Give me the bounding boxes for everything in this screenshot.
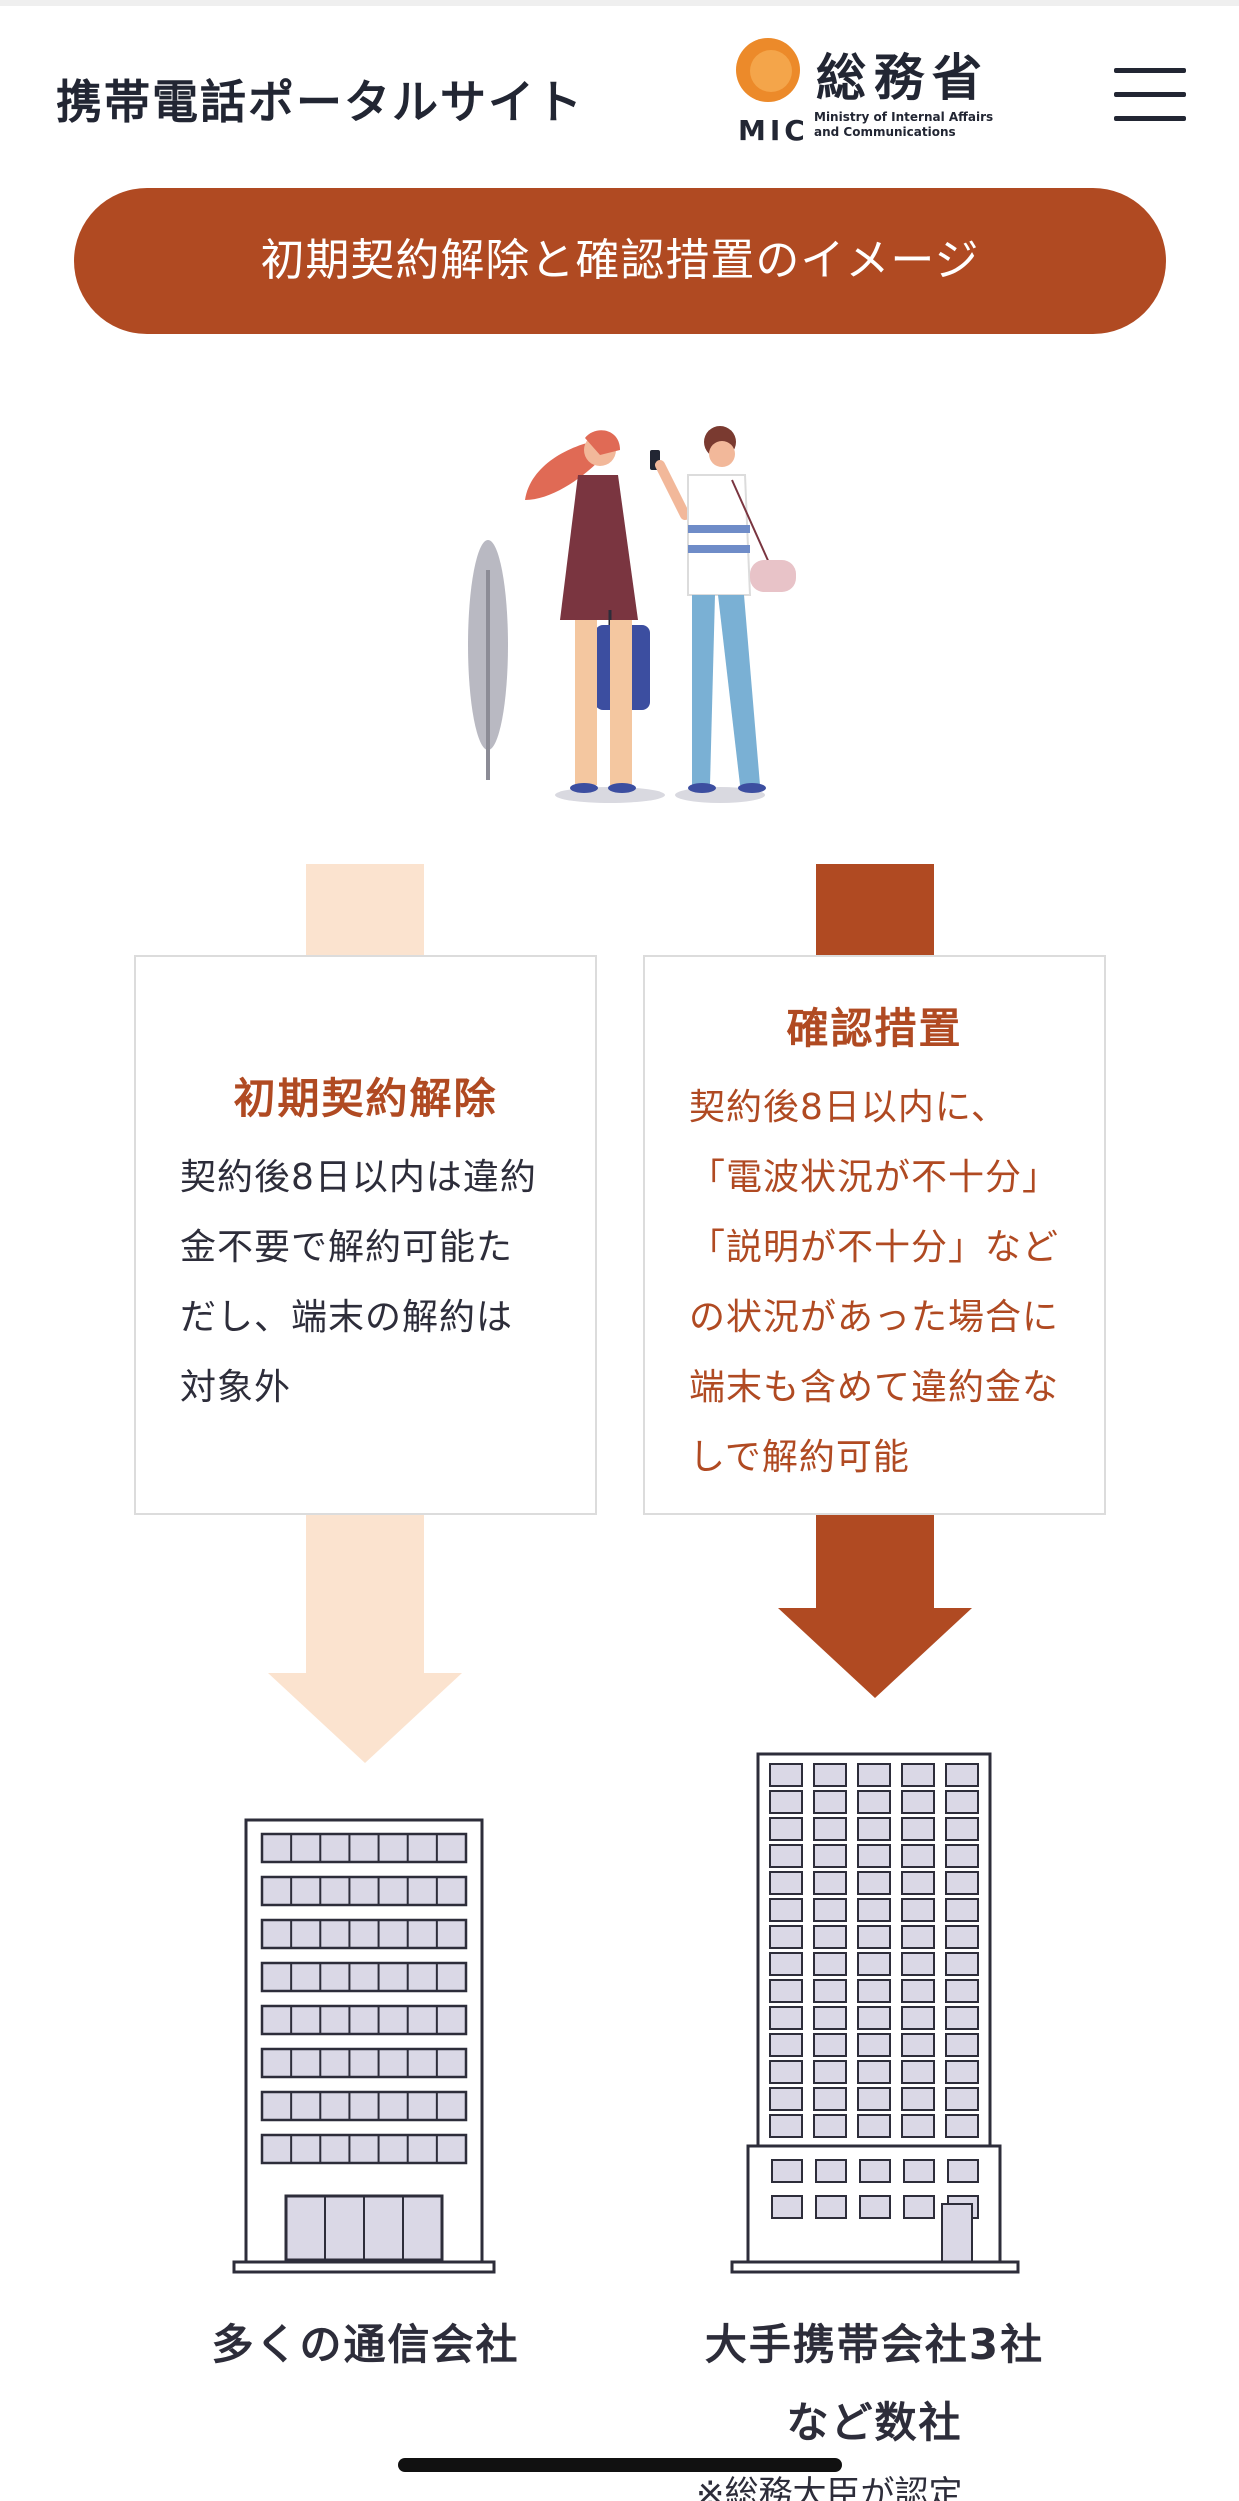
right-arrow-top: [816, 864, 934, 956]
left-building-label: 多くの通信会社: [211, 2320, 520, 2369]
section-banner: 初期契約解除と確認措置のイメージ: [74, 188, 1166, 334]
logo-abbreviation: MIC: [738, 114, 809, 147]
site-title[interactable]: 携帯電話ポータルサイト: [56, 75, 584, 129]
logo-sun-icon: [736, 38, 800, 102]
card-title: 初期契約解除: [233, 1074, 498, 1123]
logo-english-name: Ministry of Internal Affairs and Communi…: [814, 110, 994, 139]
right-building-label: 大手携帯会社3社 など数社: [704, 2320, 1045, 2447]
footnote: ※総務大臣が認定: [696, 2474, 963, 2501]
logo-japanese-name: 総務省: [816, 49, 990, 107]
confirmation-measure-card: 確認措置 契約後8日以内に、 「電波状況が不十分」 「説明が不十分」など の状況…: [643, 955, 1106, 1515]
initial-contract-cancellation-card: 初期契約解除 契約後8日以内は違約 金不要で解約可能た だし、端末の解約は 対象…: [134, 955, 597, 1515]
card-title: 確認措置: [786, 1004, 963, 1053]
mic-logo[interactable]: 総務省 MIC Ministry of Internal Affairs and…: [736, 38, 1036, 148]
home-indicator[interactable]: [398, 2458, 842, 2472]
hamburger-menu-icon[interactable]: [1114, 66, 1186, 122]
travelers-illustration: [468, 426, 796, 803]
small-building-icon: [232, 1818, 496, 2274]
right-arrow-down-icon: [778, 1515, 972, 1698]
left-arrow-down-icon: [268, 1515, 462, 1763]
large-building-icon: [730, 1752, 1020, 2274]
card-description: 契約後8日以内は違約 金不要で解約可能た だし、端末の解約は 対象外: [180, 1157, 537, 1408]
card-description: 契約後8日以内に、 「電波状況が不十分」 「説明が不十分」など の状況があった場…: [689, 1087, 1060, 1478]
left-arrow-top: [306, 864, 424, 956]
top-divider: [0, 0, 1239, 6]
